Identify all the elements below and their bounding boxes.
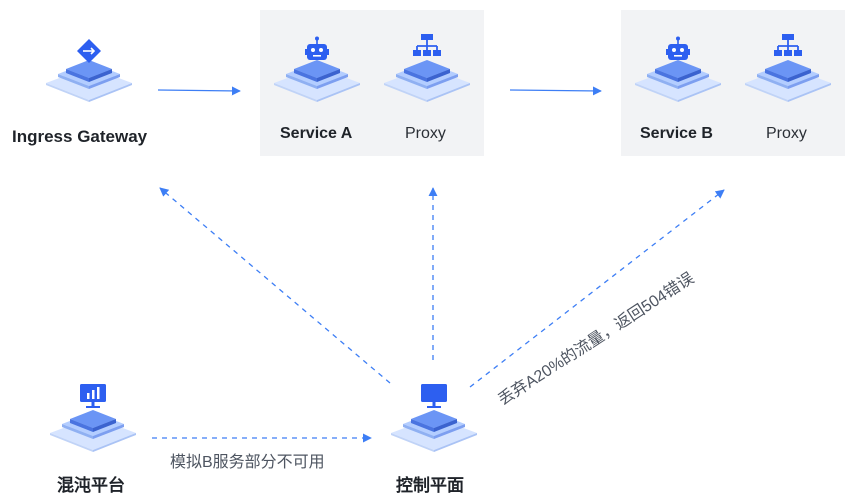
arrow-right-diamond-icon: [77, 39, 101, 63]
ingress-gateway-node: [44, 34, 134, 102]
arrow-control-to-ingress: [159, 187, 391, 384]
arrow-service-a-to-service-b: [509, 86, 602, 96]
proxy-b-label: Proxy: [766, 125, 807, 142]
service-a-node: [272, 34, 362, 102]
proxy-b-node: [743, 34, 833, 102]
ingress-platform-icon: [46, 60, 132, 102]
chaos-to-control-label: 模拟B服务部分不可用: [170, 454, 325, 471]
robot-icon: [666, 36, 690, 62]
arrow-ingress-to-service-a: [157, 86, 241, 96]
robot-icon: [305, 36, 329, 62]
monitor-icon: [421, 384, 447, 410]
chaos-platform-node: [48, 384, 138, 452]
service-a-label: Service A: [280, 125, 353, 142]
control-plane-label: 控制平面: [396, 476, 464, 495]
control-plane-node: [389, 384, 479, 452]
monitor-chart-icon: [80, 384, 106, 410]
chaos-platform-label: 混沌平台: [57, 476, 125, 495]
network-icon: [413, 34, 441, 60]
network-icon: [774, 34, 802, 60]
service-b-node: [633, 34, 723, 102]
proxy-a-label: Proxy: [405, 125, 446, 142]
proxy-a-node: [382, 34, 472, 102]
ingress-gateway-label: Ingress Gateway: [12, 127, 148, 146]
arrow-control-to-service-b: [469, 189, 725, 388]
service-b-label: Service B: [640, 125, 713, 142]
